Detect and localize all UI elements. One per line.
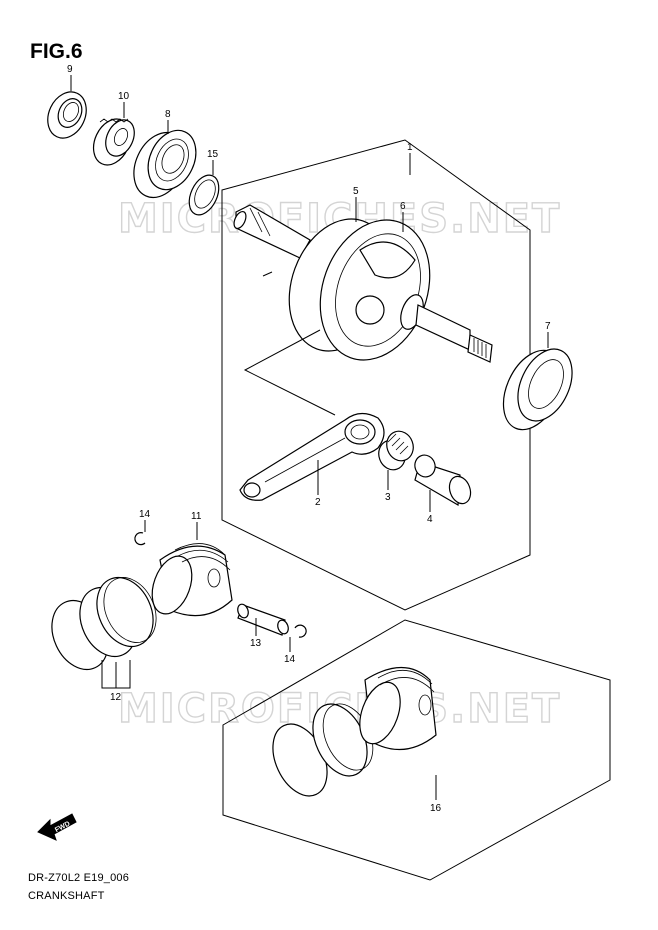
callout-8: 8 — [165, 109, 171, 120]
crank-pin-part-4 — [414, 454, 472, 507]
callout-9: 9 — [67, 64, 73, 75]
guide-line-crank — [243, 329, 336, 416]
crankshaft-assembly-box — [221, 139, 531, 611]
callout-10: 10 — [118, 91, 130, 102]
circlip-part-14a — [134, 532, 146, 546]
callout-14b: 14 — [284, 654, 296, 665]
figure-name: CRANKSHAFT — [28, 890, 105, 902]
callout-2: 2 — [315, 497, 321, 508]
figure-title: FIG.6 — [30, 40, 83, 63]
needle-bearing-part-3 — [378, 430, 414, 471]
model-code: DR-Z70L2 E19_006 — [28, 872, 130, 884]
piston-pin-part-13 — [237, 603, 289, 636]
callout-3: 3 — [385, 492, 391, 503]
washer-part-15 — [188, 174, 220, 216]
callout-13: 13 — [250, 638, 262, 649]
leader-lines — [70, 75, 549, 800]
callout-1: 1 — [407, 142, 413, 153]
piston-rings-part-12 — [51, 576, 157, 671]
connecting-rod-part-2 — [239, 412, 385, 501]
callout-6: 6 — [400, 201, 406, 212]
bearing-part-7 — [502, 348, 573, 431]
piston-part-11 — [151, 543, 233, 617]
callout-12: 12 — [110, 692, 122, 703]
piston-assembly-box — [222, 619, 611, 881]
bearing-part-8 — [133, 129, 197, 199]
callout-15: 15 — [207, 149, 219, 160]
circlip-part-14b — [294, 624, 307, 638]
callout-16: 16 — [430, 803, 442, 814]
gear-part-10 — [92, 118, 135, 166]
piston-set-part-16 — [272, 667, 437, 797]
callout-14a: 14 — [139, 509, 151, 520]
crankshaft-part-5-6 — [233, 204, 493, 363]
callout-11: 11 — [191, 511, 202, 522]
callout-7: 7 — [545, 321, 551, 332]
oil-seal-part-9 — [47, 91, 87, 139]
callout-5: 5 — [353, 186, 359, 197]
callout-4: 4 — [427, 514, 433, 525]
forward-arrow-icon: FWD — [37, 813, 77, 841]
